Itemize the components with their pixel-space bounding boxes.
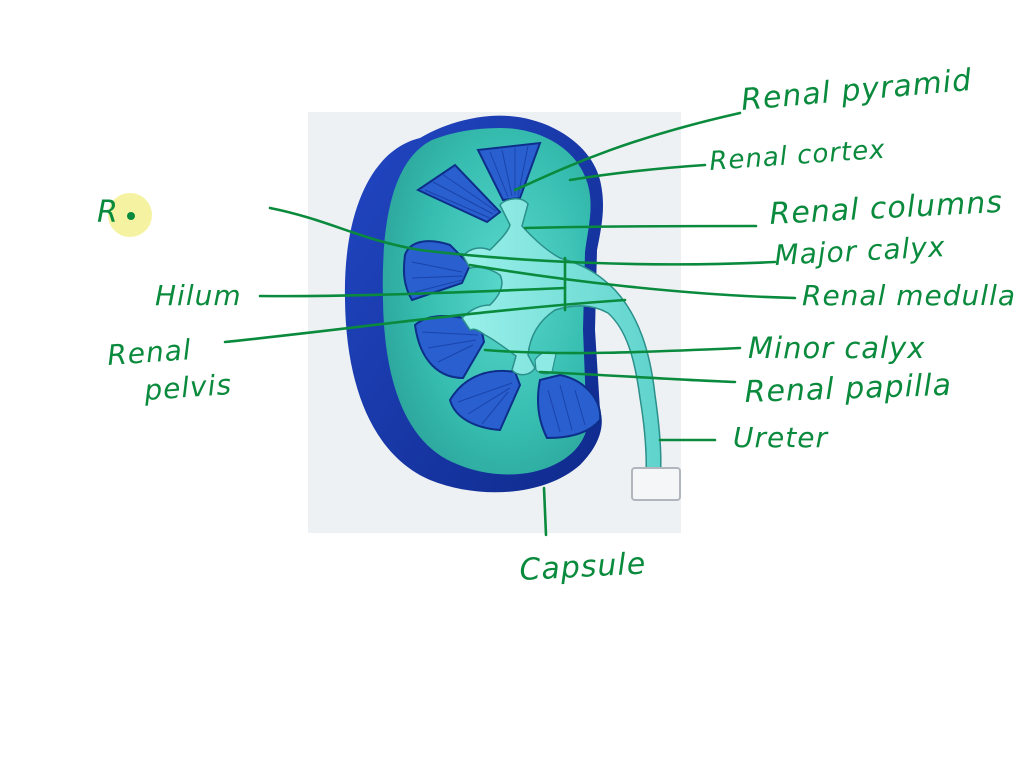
label-renal-pyramid: Renal pyramid [740,63,974,118]
label-ureter: Ureter [733,421,828,454]
label-renal-medulla: Renal medulla [802,279,1016,312]
label-minor-calyx: Minor calyx [748,331,925,365]
renal-pelvis-and-ureter [461,198,681,501]
leader-lines [223,111,797,537]
label-capsule: Capsule [519,546,647,588]
cursor-dot [127,212,135,220]
label-renal-cortex: Renal cortex [708,135,886,177]
label-major-calyx: Major calyx [774,230,947,272]
renal-pyramids [402,141,602,440]
label-renal-columns: Renal columns [769,185,1004,232]
label-renal-papilla: Renal papilla [744,368,953,410]
label-hilum: Hilum [155,279,242,312]
label-partial-r: R [97,195,119,230]
label-renal-pelvis-line2: pelvis [142,368,233,407]
label-renal-pelvis-line1: Renal [106,333,192,372]
